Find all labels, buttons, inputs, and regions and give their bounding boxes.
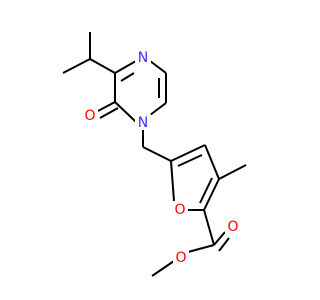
molecule-structure: N N O O O O bbox=[62, 32, 247, 277]
bond-furan-c5-c4-inner bbox=[177, 154, 203, 167]
atom-o-carbonyl-ketone-label: O bbox=[84, 108, 95, 124]
bond-ester-single bbox=[187, 244, 215, 253]
bond-ketone-inner bbox=[99, 107, 119, 119]
bond-ring-c3-n4-outer bbox=[114, 60, 137, 74]
bond-furan-c3-c2-inner bbox=[199, 177, 213, 204]
bond-furan-methyl bbox=[218, 164, 247, 180]
atom-o-ester-label: O bbox=[175, 250, 186, 266]
atom-n-pyrazine-top-group: N bbox=[135, 49, 151, 66]
bond-furan-ester-carbon bbox=[203, 209, 215, 246]
bond-furan-o1-c5 bbox=[170, 160, 175, 202]
atom-o-furan-group: O bbox=[172, 201, 188, 218]
atom-o-carbonyl-ester-label: O bbox=[227, 219, 238, 235]
bond-furan-c4-c3 bbox=[204, 144, 220, 180]
bond-ester-carbonyl-inner bbox=[218, 237, 230, 252]
atom-n-pyrazine-ring-label: N bbox=[138, 115, 148, 131]
atom-o-furan-label: O bbox=[174, 202, 185, 218]
bond-furan-c3-c2-outer bbox=[203, 178, 220, 211]
bond-ester-carbonyl-outer bbox=[213, 231, 226, 246]
bond-ring-c3-n4-inner bbox=[120, 72, 135, 82]
atom-o-carbonyl-ester-group: O bbox=[225, 218, 241, 235]
atom-n-pyrazine-ring-group: N bbox=[135, 114, 151, 131]
atom-o-carbonyl-ketone-group: O bbox=[82, 107, 98, 124]
atom-label-layer: N N O O O O bbox=[82, 49, 241, 266]
bond-ester-methyl bbox=[151, 260, 175, 277]
bond-isopropyl-methyl-upper bbox=[62, 58, 91, 74]
bond-ch2-furan bbox=[142, 146, 172, 162]
bond-ketone-outer bbox=[97, 101, 116, 112]
bond-isopropyl-ring bbox=[89, 58, 116, 74]
bond-ring-n1-c2 bbox=[114, 101, 137, 123]
bond-ring-n4-c5 bbox=[149, 60, 167, 74]
bond-ring-c6-n1 bbox=[149, 102, 167, 116]
bond-furan-c5-c4-outer bbox=[170, 144, 206, 162]
bond-layer bbox=[62, 32, 247, 277]
atom-o-ester-group: O bbox=[173, 249, 189, 266]
atom-n-pyrazine-top-label: N bbox=[138, 50, 148, 66]
